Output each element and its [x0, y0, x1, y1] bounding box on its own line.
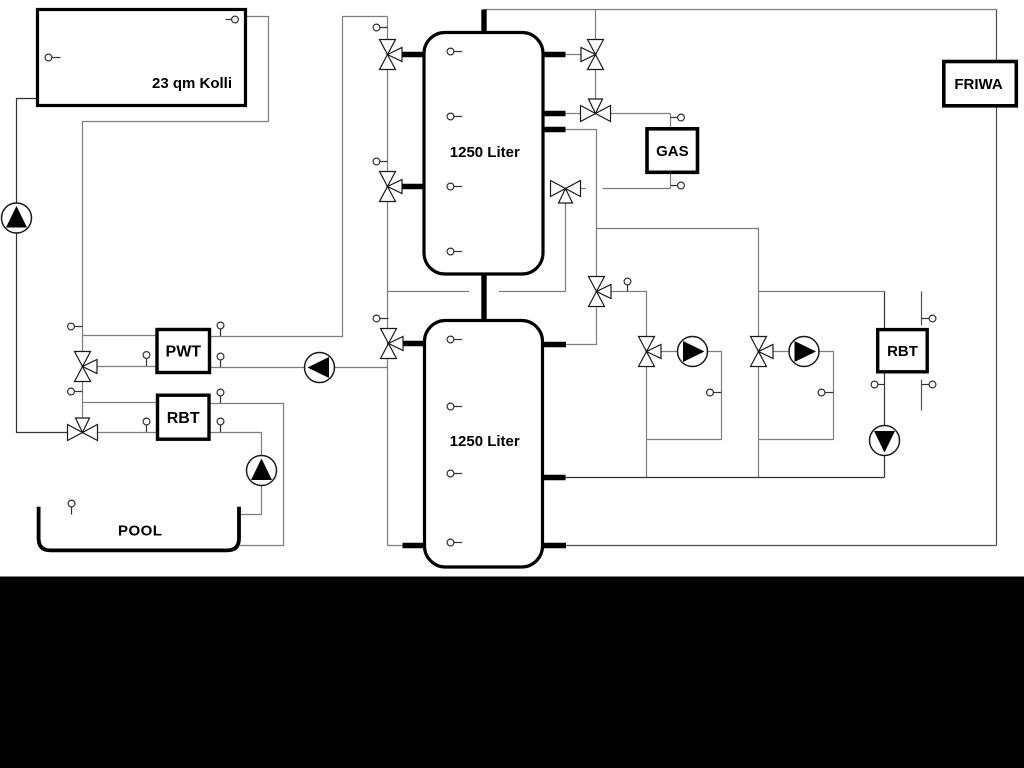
svg-text:23 qm Kolli: 23 qm Kolli [152, 75, 232, 92]
svg-text:1250 Liter: 1250 Liter [450, 433, 520, 450]
svg-text:POOL: POOL [118, 523, 163, 540]
svg-text:GAS: GAS [656, 143, 689, 160]
svg-text:FRIWA: FRIWA [954, 76, 1002, 93]
svg-text:RBT: RBT [887, 343, 918, 360]
svg-text:1250 Liter: 1250 Liter [450, 144, 520, 161]
svg-text:PWT: PWT [166, 344, 202, 361]
svg-text:RBT: RBT [167, 410, 200, 427]
